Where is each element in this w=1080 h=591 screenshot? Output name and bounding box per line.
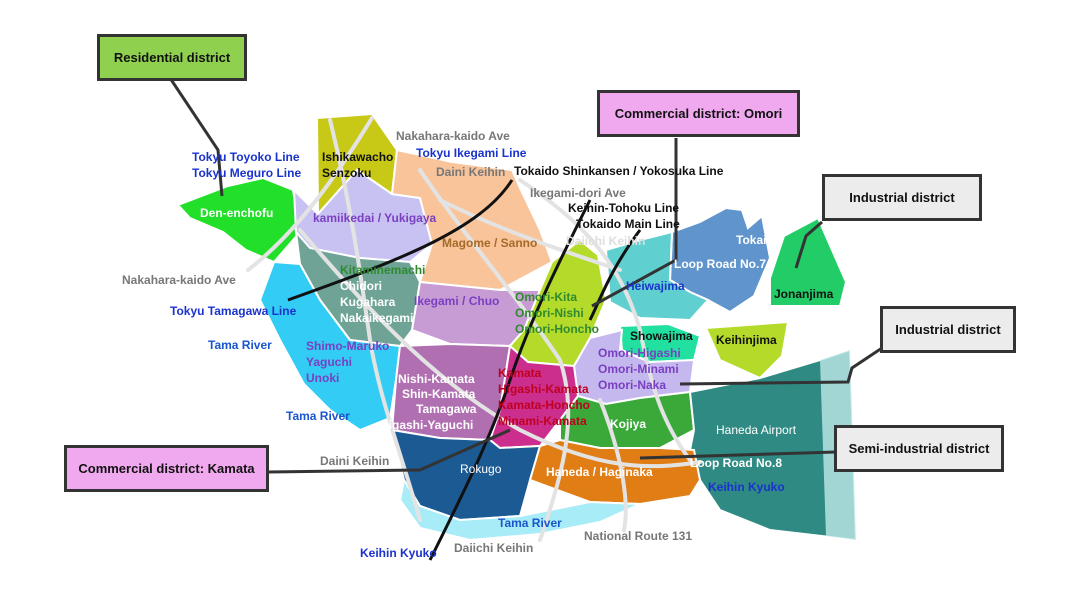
region-heiwajima (604, 230, 710, 322)
road-nakahara-kaido (246, 116, 374, 272)
callout-residential: Residential district (97, 34, 247, 81)
label-omori-nishi: Omori-Nishi (515, 306, 584, 320)
label-route131: National Route 131 (584, 529, 692, 543)
label-tama-mid: Tama River (286, 409, 350, 423)
label-tokaido-main: Tokaido Main Line (576, 217, 680, 231)
road-daiichi-keihin (418, 168, 571, 542)
callout-commercial-omori: Commercial district: Omori (597, 90, 800, 137)
leader-residential (168, 77, 224, 197)
label-omori-kita: Omori-Kita (515, 290, 577, 304)
roads (246, 116, 702, 542)
callout-industrial-mid: Industrial district (880, 306, 1016, 353)
label-meguro: Tokyu Meguro Line (192, 166, 301, 180)
label-nakahara-kaido-left: Nakahara-kaido Ave (122, 273, 236, 287)
district-labels: Den-enchofu Ishikawacho Senzoku kamiiked… (200, 150, 834, 479)
label-unoki: Unoki (306, 371, 339, 385)
label-nakahara-kaido-top: Nakahara-kaido Ave (396, 129, 510, 143)
label-kitaminemachi: Kitaminemachi (340, 263, 425, 277)
label-omori-higashi: Omori-Higashi (598, 346, 681, 360)
label-ikegami-dori: Ikegami-dori Ave (530, 186, 626, 200)
road-loop8 (298, 228, 702, 469)
leader-kamata (267, 428, 511, 474)
leader-industrial-mid (679, 346, 883, 386)
leader-omori (591, 138, 678, 308)
label-kamiikedai: kamiikedai / Yukigaya (313, 211, 437, 225)
leader-semi (639, 450, 837, 460)
label-kamata-honcho: Kamata-Honcho (498, 398, 590, 412)
road-loop7 (518, 178, 692, 462)
label-ishikawacho: Ishikawacho (322, 150, 393, 164)
label-rokugo: Rokugo (460, 462, 502, 476)
label-ikegami-line: Tokyu Ikegami Line (416, 146, 527, 160)
label-omori-naka: Omori-Naka (598, 378, 666, 392)
rail-labels: Tokyu Toyoko Line Tokyu Meguro Line Toky… (170, 146, 785, 560)
label-daini-keihin-bottom: Daini Keihin (320, 454, 389, 468)
callout-industrial-top: Industrial district (822, 174, 982, 221)
label-jonanjima: Jonanjima (774, 287, 834, 301)
label-omori-honcho: Omori-Honcho (515, 322, 599, 336)
road-labels: Nakahara-kaido Ave Daini Keihin Ikegami-… (122, 129, 782, 555)
label-tamagawa-line: Tokyu Tamagawa Line (170, 304, 297, 318)
callout-semi-industrial: Semi-industrial district (834, 425, 1004, 472)
road-daini-keihin (328, 118, 422, 522)
label-keihin-kyuko-bottom: Keihin Kyuko (360, 546, 437, 560)
label-senzoku: Senzoku (322, 166, 371, 180)
label-den-enchofu: Den-enchofu (200, 206, 273, 220)
label-keihin-tohoku: Keihin-Tohoku Line (568, 201, 679, 215)
label-keihin-kyuko-right: Keihin Kyuko (708, 480, 785, 494)
label-shin-kamata: Shin-Kamata (402, 387, 476, 401)
label-haneda-airport: Haneda Airport (716, 423, 797, 437)
label-shimo-maruko: Shimo-Maruko (306, 339, 389, 353)
label-toyoko: Tokyu Toyoko Line (192, 150, 300, 164)
leader-industrial-top (794, 220, 823, 269)
label-tamagawa: Tamagawa (416, 402, 477, 416)
label-loop7: Loop Road No.7 (674, 257, 766, 271)
region-jonanjima (769, 216, 848, 307)
river-labels: Tama River Tama River Tama River (208, 338, 562, 530)
rail-tokaido-shinkansen (287, 179, 514, 302)
label-higashi-yaguchi: Higashi-Yaguchi (380, 418, 473, 432)
label-showajima: Showajima (630, 329, 693, 343)
label-magome: Magome / Sanno (442, 236, 537, 250)
road-ikegami-dori (438, 198, 622, 272)
label-daiichi-keihin-mid: Daiichi Keihin (566, 234, 645, 248)
label-kugahara: Kugahara (340, 295, 396, 309)
label-kamata: Kamata (498, 366, 542, 380)
region-haneda-airport (688, 348, 858, 542)
label-tokaido-shinkansen: Tokaido Shinkansen / Yokosuka Line (514, 164, 724, 178)
label-heiwajima: Heiwajima (626, 279, 685, 293)
label-nakaikegami: Nakaikegami (340, 311, 413, 325)
rail-tokaido-main (588, 229, 642, 321)
label-minami-kamata: Minami-Kamata (498, 414, 587, 428)
label-loop8: Loop Road No.8 (690, 456, 782, 470)
label-keihinjima: Keihinjima (716, 333, 777, 347)
rail-keihin-tohoku (428, 199, 592, 561)
callout-commercial-kamata: Commercial district: Kamata (64, 445, 269, 492)
label-haneda-haginaka: Haneda / Haginaka (546, 465, 653, 479)
label-tokai: Tokai (736, 233, 766, 247)
label-chidori: Chidori (340, 279, 382, 293)
label-kojiya: Kojiya (610, 417, 646, 431)
region-tama-river-bottom (398, 477, 641, 542)
label-daini-keihin-top: Daini Keihin (436, 165, 505, 179)
callout-leaders (168, 77, 883, 474)
label-higashi-kamata: Higashi-Kamata (498, 382, 589, 396)
label-tama-bottom: Tama River (498, 516, 562, 530)
label-ikegami-chuo: Ikegami / Chuo (414, 294, 499, 308)
label-tama-upper: Tama River (208, 338, 272, 352)
region-den-enchofu (176, 176, 302, 264)
label-omori-minami: Omori-Minami (598, 362, 679, 376)
label-yaguchi: Yaguchi (306, 355, 352, 369)
label-daiichi-keihin-bottom: Daiichi Keihin (454, 541, 533, 555)
rail-lines (287, 179, 642, 561)
road-route131 (598, 398, 628, 532)
label-nishi-kamata: Nishi-Kamata (398, 372, 475, 386)
region-keihinjima (704, 320, 790, 380)
